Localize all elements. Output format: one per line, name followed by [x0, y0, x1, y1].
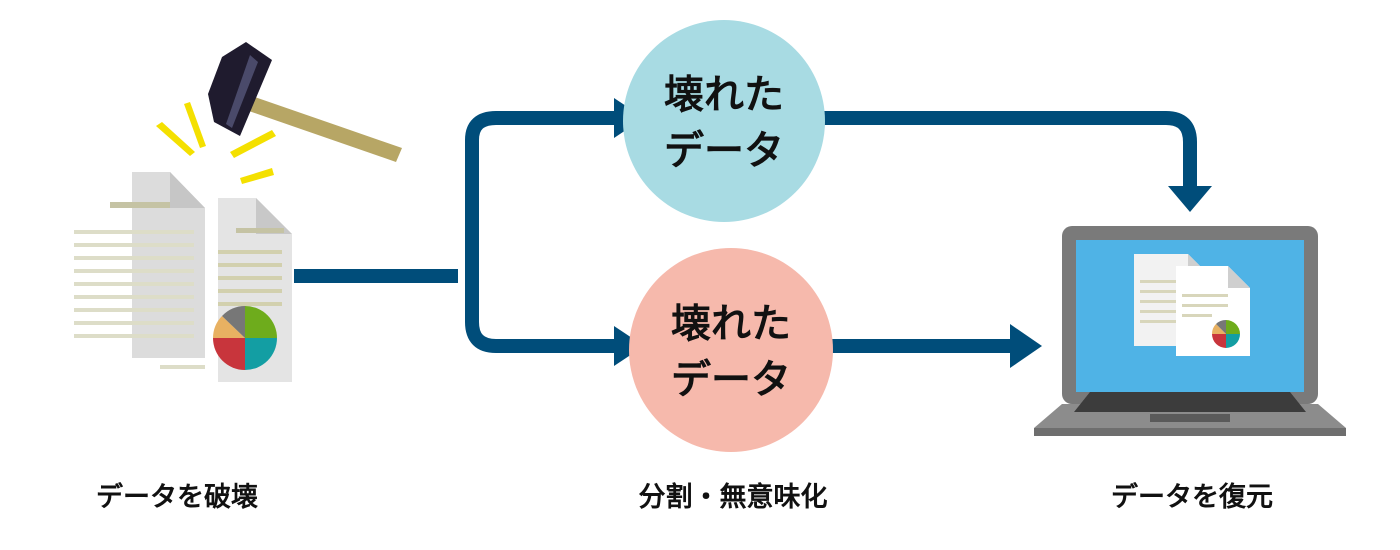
- hammer-icon: [208, 42, 402, 162]
- arrowhead-laptop-top: [1168, 186, 1212, 212]
- laptop-pie-chart-icon: [1211, 319, 1240, 348]
- arrowhead-laptop-side: [1010, 324, 1042, 368]
- node-top-line1: 壊れた: [664, 72, 784, 118]
- laptop-document-front-icon: [1176, 266, 1250, 356]
- laptop-icon: [1034, 226, 1346, 436]
- document-back-icon: [74, 172, 205, 369]
- caption-destroy-data: データを破壊: [96, 481, 258, 513]
- flow-arrows: [294, 111, 1197, 353]
- node-bottom-line2: データ: [671, 357, 791, 403]
- caption-split-meaningless: 分割・無意味化: [639, 481, 828, 513]
- impact-spark-icon: [156, 102, 276, 184]
- connector-top-to-laptop: [820, 111, 1197, 188]
- node-top-line2: データ: [664, 128, 784, 174]
- broken-documents-icon: [74, 42, 402, 382]
- node-bottom-line1: 壊れた: [671, 301, 791, 347]
- pie-chart-icon: [213, 306, 277, 370]
- connector-split: [294, 111, 618, 353]
- caption-restore-data: データを復元: [1111, 481, 1273, 513]
- arrowhead-bottom-circle: [614, 326, 644, 366]
- broken-data-node-bottom: 壊れた データ: [629, 248, 833, 452]
- broken-data-node-top: 壊れた データ: [623, 20, 825, 222]
- document-front-icon: [213, 198, 292, 382]
